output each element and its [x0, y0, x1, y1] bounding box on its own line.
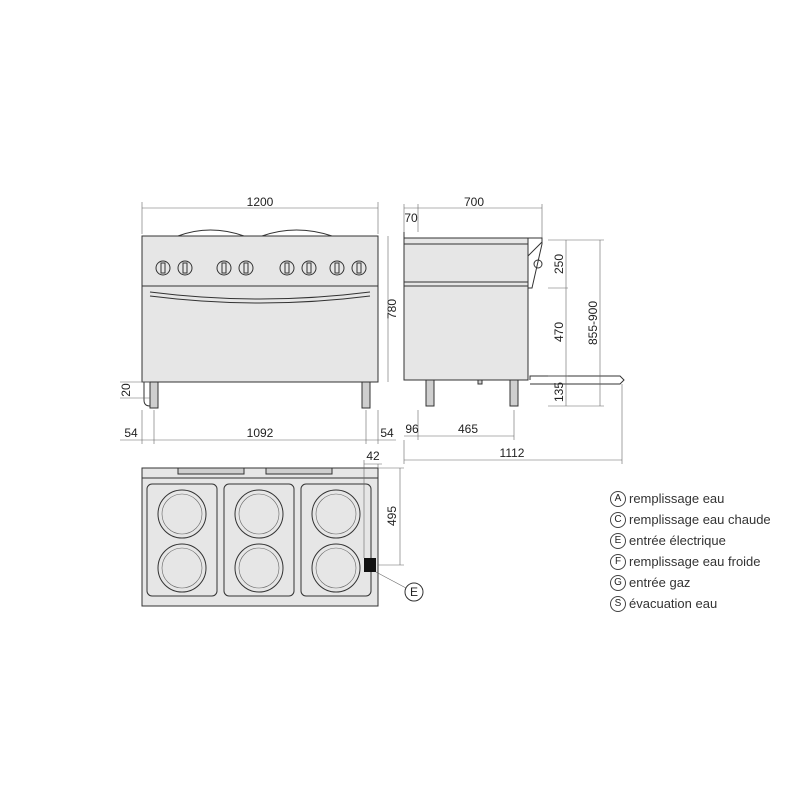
top-callout-e: E	[410, 585, 418, 599]
front-oven-door	[141, 285, 379, 383]
dim-top-depth: 495	[385, 506, 399, 526]
legend-key: G	[610, 574, 626, 591]
legend-label: entrée gaz	[629, 575, 691, 590]
dim-front-width: 1200	[247, 195, 274, 209]
dim-front-left-offset: 54	[124, 426, 138, 440]
legend-label: évacuation eau	[629, 596, 718, 611]
front-control-panel	[141, 235, 379, 287]
dim-front-inner-width: 1092	[247, 426, 274, 440]
dim-side-lower: 135	[552, 382, 566, 402]
side-view: 700 70 250 470 135 855-900 96 465	[403, 195, 625, 464]
dim-side-upper: 250	[552, 254, 566, 274]
dim-front-height: 780	[385, 299, 399, 319]
dim-side-height-range: 855-900	[586, 301, 600, 345]
knob-row	[155, 260, 367, 276]
top-body	[141, 467, 379, 607]
dim-side-foot-offset: 96	[405, 422, 419, 436]
dim-top-offset: 42	[366, 449, 380, 463]
top-view: E 42 495	[141, 449, 424, 607]
front-view: 1200 780 20	[119, 195, 399, 444]
dim-front-right-offset: 54	[380, 426, 394, 440]
hot-plates	[157, 489, 361, 593]
legend-key: F	[610, 553, 626, 570]
dim-side-top: 70	[404, 211, 418, 225]
legend-label: remplissage eau froide	[629, 554, 761, 569]
legend-key: S	[610, 595, 626, 612]
dim-side-total-depth: 1112	[500, 446, 525, 460]
legend-key: A	[610, 490, 626, 507]
dim-front-foot: 20	[119, 383, 133, 397]
legend-label: remplissage eau	[629, 491, 725, 506]
side-cabinet	[403, 237, 529, 381]
dim-side-foot-span: 465	[458, 422, 478, 436]
legend-label: entrée électrique	[629, 533, 726, 548]
legend-key: C	[610, 511, 626, 528]
legend-key: E	[610, 532, 626, 549]
legend-label: remplissage eau chaude	[629, 512, 771, 527]
dim-side-middle: 470	[552, 322, 566, 342]
dim-side-depth: 700	[464, 195, 484, 209]
electric-inlet-marker	[364, 558, 376, 572]
